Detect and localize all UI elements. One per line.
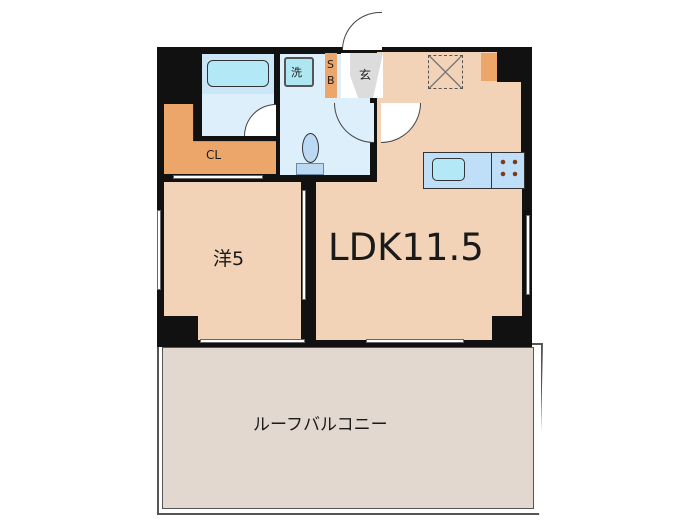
toilet-tank-icon	[296, 163, 324, 175]
roof-balcony-label: ルーフバルコニー	[253, 415, 388, 435]
washer-icon	[284, 57, 314, 87]
stove-burners-icon	[500, 159, 520, 179]
window	[366, 339, 464, 343]
pillar	[492, 316, 526, 343]
pillar	[164, 316, 198, 343]
window	[526, 215, 530, 295]
bathtub-icon	[207, 60, 269, 87]
room-western-label: 洋5	[213, 248, 245, 270]
room-ldk	[316, 182, 522, 340]
window	[173, 175, 263, 179]
entrance-label: 玄	[359, 68, 372, 82]
front-door-icon[interactable]	[342, 12, 382, 50]
shoe-box-label-s: S	[327, 58, 334, 71]
stove-divider	[491, 152, 492, 189]
shoe-box-label-b: B	[327, 74, 335, 87]
toilet-icon	[302, 133, 319, 163]
shoe-box	[325, 53, 337, 98]
window	[302, 190, 306, 300]
washer-label: 洗	[291, 66, 302, 79]
storage-cabinet	[481, 53, 497, 81]
room-ldk-label: LDK11.5	[328, 226, 484, 269]
room-western	[164, 182, 301, 340]
kitchen-sink-icon	[432, 158, 465, 181]
window	[200, 339, 305, 343]
roof-balcony	[162, 347, 534, 509]
ceiling-vent-icon	[428, 55, 463, 89]
window	[157, 210, 161, 290]
pillar	[497, 47, 532, 82]
closet-label: CL	[206, 148, 222, 162]
